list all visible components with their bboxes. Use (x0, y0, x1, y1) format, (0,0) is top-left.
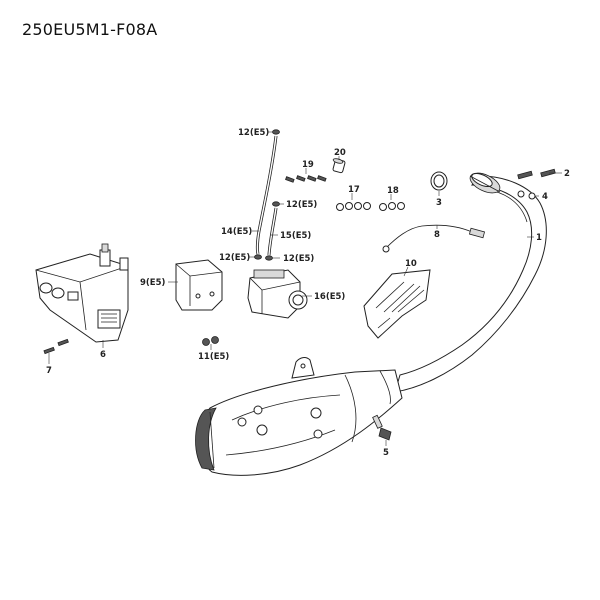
part-8-oxygen-sensor[interactable] (382, 224, 486, 253)
callout-3: 3 (436, 198, 442, 208)
callout-1: 1 (536, 233, 542, 243)
part-9-bracket[interactable] (175, 259, 223, 311)
callout-6: 6 (100, 350, 106, 360)
callout-12-top: 12(E5) (238, 128, 269, 138)
callout-5: 5 (383, 448, 389, 458)
part-19-bolts[interactable] (285, 175, 327, 183)
callout-17: 17 (348, 185, 360, 195)
callout-7: 7 (46, 366, 52, 376)
callout-16: 16(E5) (314, 292, 345, 302)
part-12-clamp-top[interactable] (272, 129, 280, 135)
part-10-heat-shield[interactable] (363, 269, 431, 339)
callout-2: 2 (564, 169, 570, 179)
part-18-collars[interactable] (379, 202, 405, 211)
part-11-clips[interactable] (202, 336, 219, 346)
callout-11: 11(E5) (198, 352, 229, 362)
callout-8: 8 (434, 230, 440, 240)
part-3-gasket[interactable] (430, 171, 448, 191)
part-14-long-hose[interactable] (255, 135, 278, 255)
leader-lines (48, 131, 562, 446)
callout-19: 19 (302, 160, 314, 170)
part-12-clamp-mid[interactable] (272, 201, 280, 207)
callout-18: 18 (387, 186, 399, 196)
part-2-stud-bolts[interactable] (517, 168, 556, 180)
part-5-bolt[interactable] (372, 414, 392, 441)
part-12-clamp-lower-right[interactable] (265, 255, 273, 261)
part-7-screws[interactable] (43, 338, 69, 355)
part-15-short-hose[interactable] (267, 207, 278, 256)
callout-15: 15(E5) (280, 231, 311, 241)
callout-10: 10 (405, 259, 417, 269)
part-6-canister-box[interactable] (35, 243, 129, 343)
callout-9: 9(E5) (140, 278, 166, 288)
diagram-title: 250EU5M1-F08A (22, 20, 158, 39)
callout-20: 20 (334, 148, 346, 158)
callout-12-lower-left: 12(E5) (219, 253, 250, 263)
part-20-cap[interactable] (332, 158, 346, 174)
part-17-washers[interactable] (336, 202, 371, 211)
part-12-clamp-lower-left[interactable] (254, 254, 262, 260)
callout-12-lower-right: 12(E5) (283, 254, 314, 264)
part-4-nuts[interactable] (517, 190, 536, 200)
callout-4: 4 (542, 192, 548, 202)
callout-12-mid: 12(E5) (286, 200, 317, 210)
part-16-solenoid-valve[interactable] (247, 269, 308, 319)
callout-14: 14(E5) (221, 227, 252, 237)
